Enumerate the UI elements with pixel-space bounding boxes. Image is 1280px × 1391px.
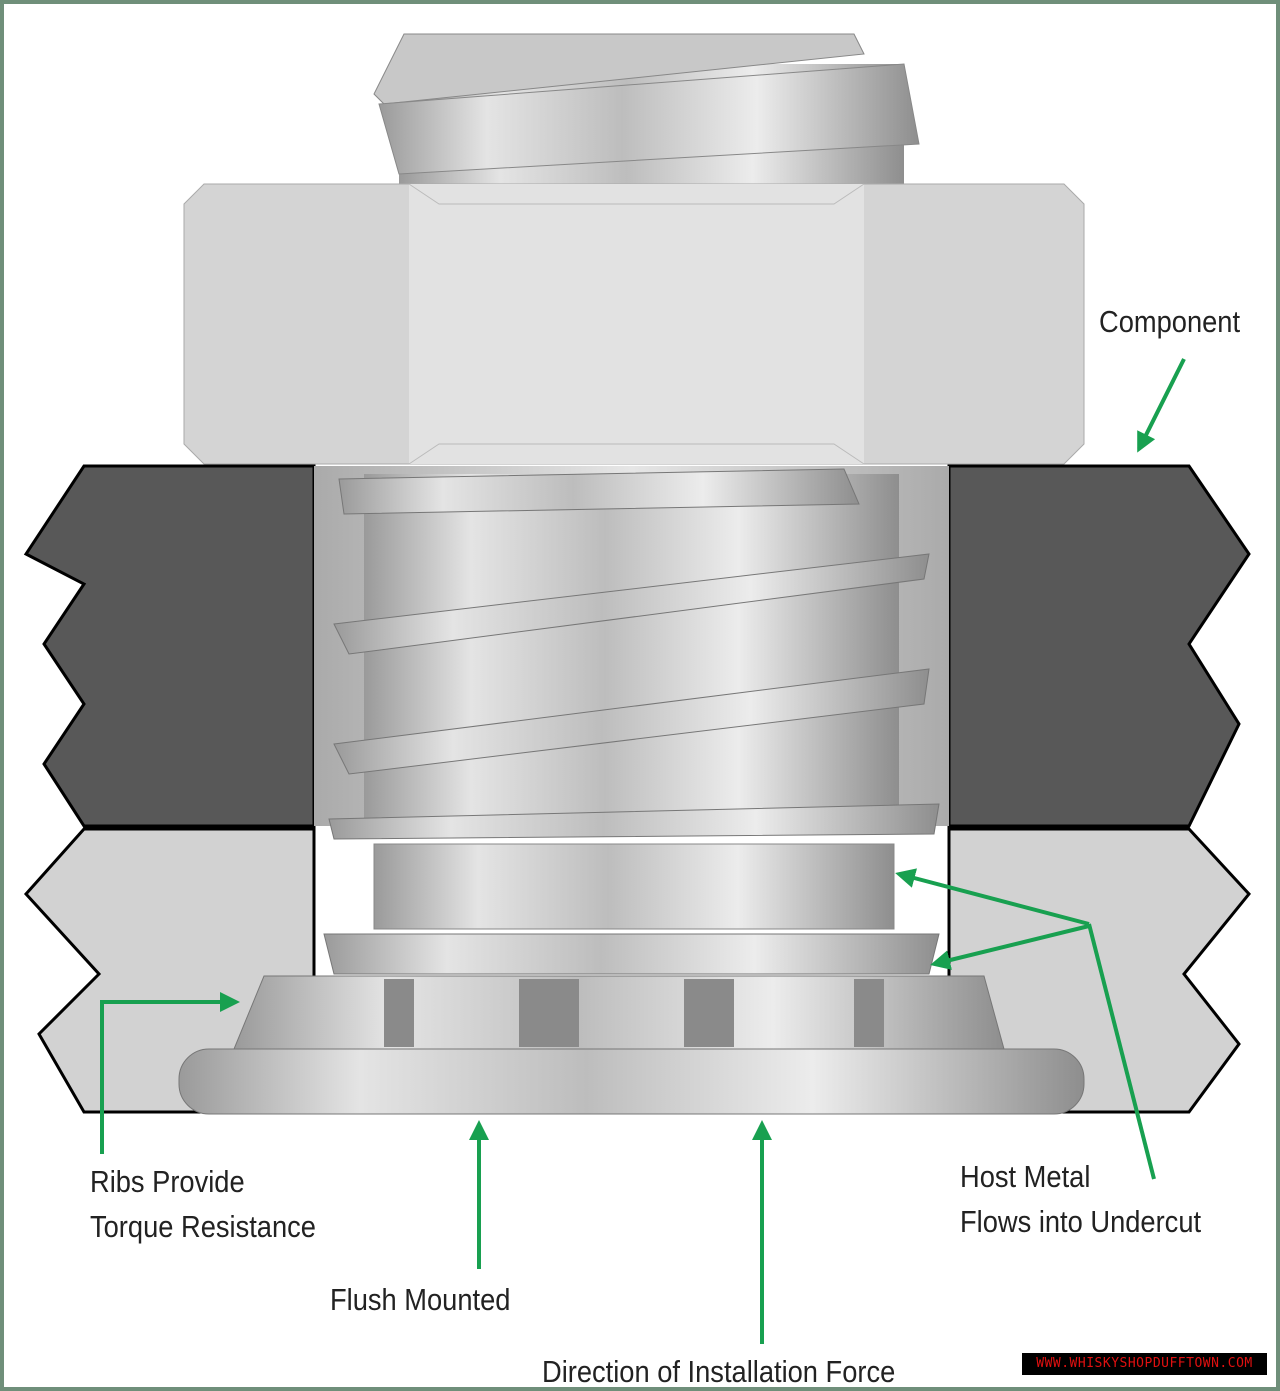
ribs: [233, 975, 1005, 1050]
undercut-leader: [1087, 923, 1156, 1180]
label-host-2: Flows into Undercut: [960, 1204, 1202, 1239]
threaded-shank: [323, 468, 940, 975]
undercut-arrow-2: [930, 924, 1090, 970]
watermark: WWW.WHISKYSHOPDUFFTOWN.COM: [1022, 1353, 1267, 1375]
label-flush: Flush Mounted: [330, 1282, 511, 1317]
flange: [178, 1048, 1085, 1115]
ribs-arrow: [100, 992, 240, 1154]
component-arrow: [1137, 358, 1186, 453]
undercut-arrow-1: [895, 868, 1090, 926]
label-ribs-1: Ribs Provide: [90, 1164, 245, 1199]
hex-nut: [183, 183, 1085, 465]
bolt-top-threads: [373, 33, 920, 184]
fastener-illustration: [23, 33, 1251, 1344]
label-component: Component: [1099, 304, 1241, 339]
label-host-1: Host Metal: [960, 1159, 1091, 1194]
component-plate: [23, 464, 1251, 828]
label-ribs-2: Torque Resistance: [90, 1209, 316, 1244]
label-direction: Direction of Installation Force: [542, 1354, 896, 1389]
